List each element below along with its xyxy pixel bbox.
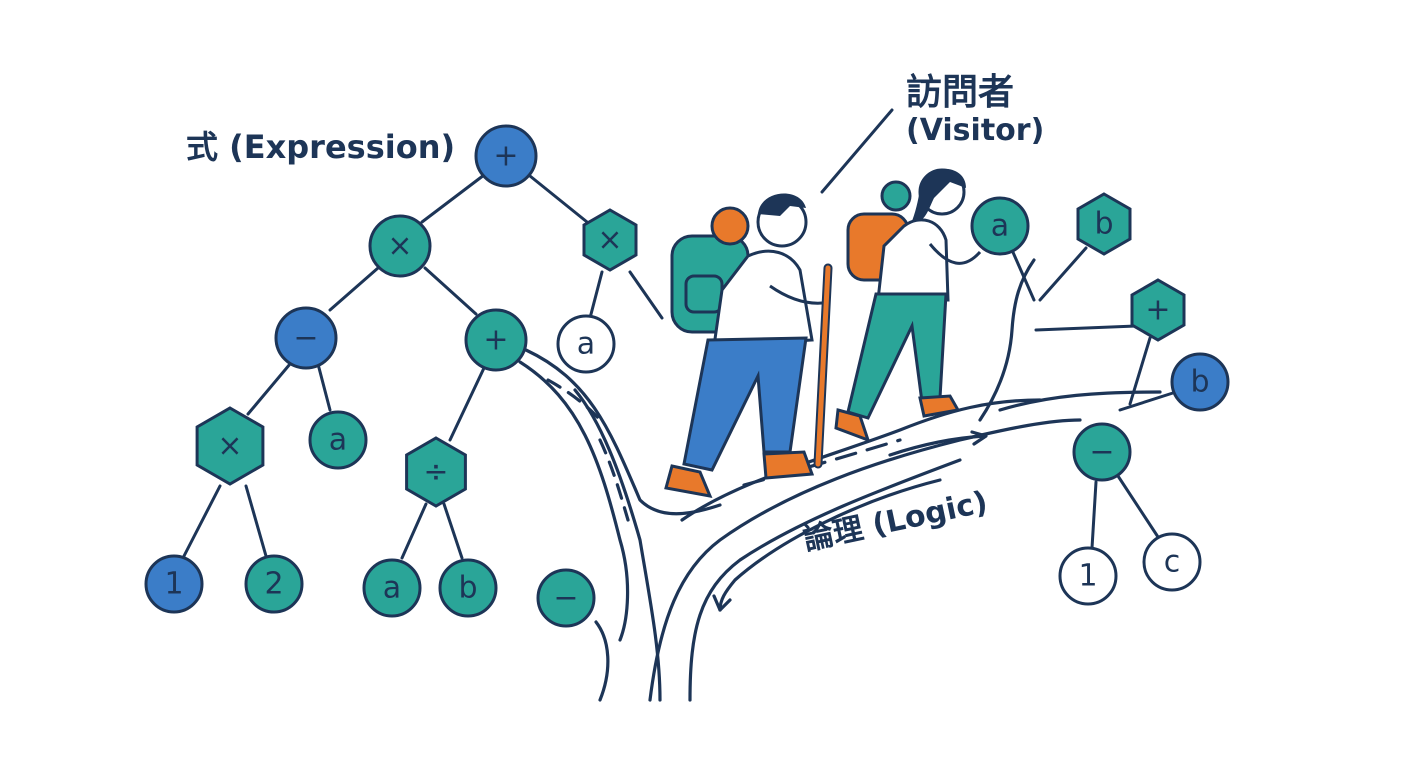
node-shape [368, 214, 432, 278]
tree-node-one-blue: 1 [144, 554, 204, 614]
node-shape [556, 314, 616, 374]
node-symbol: × [387, 229, 412, 264]
node-shape [474, 124, 538, 188]
node-shape [970, 196, 1030, 256]
node-shape [536, 568, 596, 628]
tree-trunk [518, 258, 1162, 702]
tree-node-b-teal-1: b [438, 558, 498, 618]
node-symbol: a [991, 209, 1009, 244]
node-symbol: b [1190, 365, 1209, 400]
tree-node-a-teal-2: a [362, 558, 422, 618]
visitor-label-jp: 訪問者 [906, 72, 1014, 113]
node-shape [244, 554, 304, 614]
node-symbol: + [493, 139, 518, 174]
tree-node-plus-hex-r: + [1130, 278, 1186, 342]
tree-node-a-white-1: a [556, 314, 616, 374]
node-symbol: a [329, 423, 347, 458]
node-symbol: a [577, 327, 595, 362]
node-shape [1058, 546, 1118, 606]
tree-node-times-l: × [368, 214, 432, 278]
node-symbol: − [293, 321, 318, 356]
node-shape [464, 308, 528, 372]
node-shape [1130, 278, 1186, 342]
node-symbol: b [458, 571, 477, 606]
node-symbol: − [1089, 435, 1114, 470]
tree-node-c-white: c [1142, 532, 1202, 592]
tree-node-times-r: × [582, 208, 638, 272]
node-symbol: × [597, 223, 622, 258]
tree-node-plus-2: + [464, 308, 528, 372]
node-shape [1142, 532, 1202, 592]
node-symbol: b [1094, 207, 1113, 242]
tree-node-times-hex-2: × [195, 406, 265, 486]
node-shape [308, 410, 368, 470]
tree-edges [182, 170, 1178, 560]
tree-node-minus-1: − [274, 306, 338, 370]
node-shape [405, 436, 467, 508]
node-symbol: a [383, 571, 401, 606]
tree-node-b-blue-r: b [1170, 352, 1230, 412]
visitor-label-en: (Visitor) [906, 113, 1044, 148]
tree-node-one-white: 1 [1058, 546, 1118, 606]
node-symbol: c [1164, 545, 1181, 580]
node-shape [1072, 422, 1132, 482]
node-symbol: + [1145, 293, 1170, 328]
logic-label: 論理 (Logic) [800, 485, 990, 558]
node-symbol: ÷ [423, 455, 448, 490]
node-symbol: − [553, 581, 578, 616]
visitor-pointer-line [820, 108, 894, 194]
expression-nodes: + × × − + a × a ÷ 1 2 a b − a b + b − 1 c [144, 124, 1230, 628]
female-hiker [834, 168, 982, 443]
node-shape [582, 208, 638, 272]
tree-node-a-held: a [970, 196, 1030, 256]
node-symbol: 2 [264, 567, 283, 602]
node-symbol: 1 [164, 567, 183, 602]
tree-node-two-teal: 2 [244, 554, 304, 614]
node-shape [144, 554, 204, 614]
tree-node-minus-r: − [1072, 422, 1132, 482]
node-symbol: × [217, 429, 242, 464]
male-hiker [664, 193, 833, 498]
node-shape [362, 558, 422, 618]
tree-node-div-hex: ÷ [405, 436, 467, 508]
node-shape [438, 558, 498, 618]
tree-node-b-hex-top: b [1076, 192, 1132, 256]
node-shape [1076, 192, 1132, 256]
tree-node-root: + [474, 124, 538, 188]
expression-label: 式 (Expression) [186, 128, 455, 166]
tree-node-minus-low: − [536, 568, 596, 628]
node-symbol: + [483, 323, 508, 358]
node-symbol: 1 [1078, 559, 1097, 594]
node-shape [1170, 352, 1230, 412]
node-shape [274, 306, 338, 370]
tree-node-a-teal-1: a [308, 410, 368, 470]
node-shape [195, 406, 265, 486]
